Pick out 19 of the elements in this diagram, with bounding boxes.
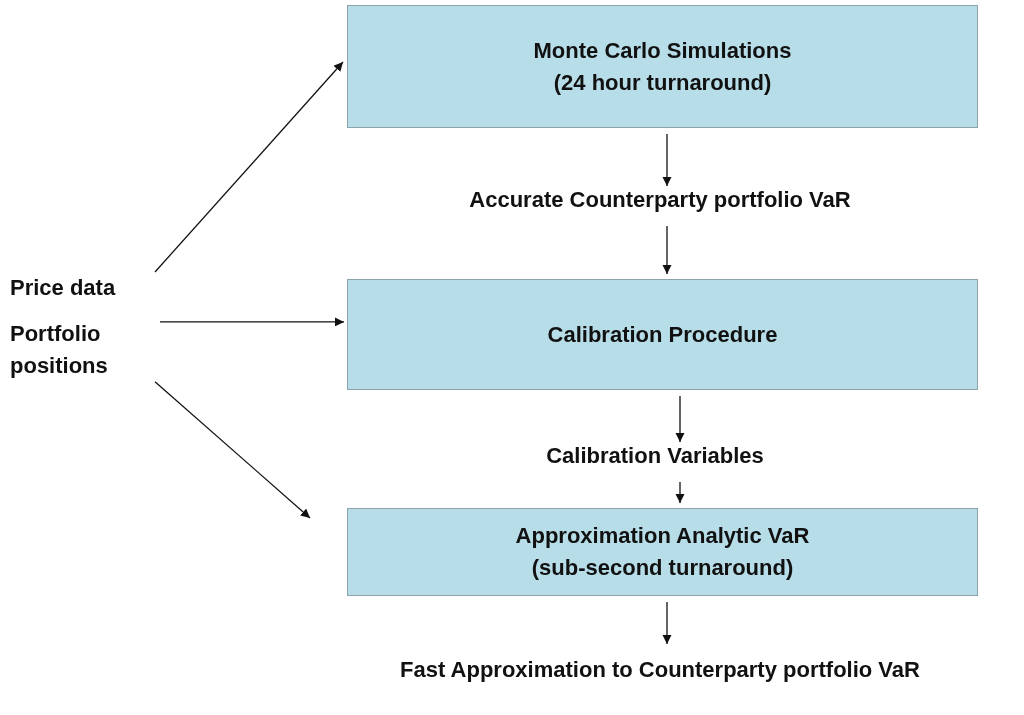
box-label: Calibration Procedure (547, 320, 778, 349)
box-label: Approximation Analytic VaR (sub-second turnaround) (514, 522, 811, 582)
process-box (347, 279, 978, 390)
input-label: Portfolio positions (10, 319, 109, 380)
arrow (154, 381, 311, 519)
result-text: Calibration Variables (420, 436, 890, 476)
arrow (662, 225, 672, 275)
process-box (347, 5, 978, 128)
arrow (154, 61, 344, 273)
input-label: Price data (10, 274, 117, 302)
process-box (347, 508, 978, 596)
arrow (675, 395, 685, 443)
arrow (662, 133, 672, 187)
result-text: Fast Approximation to Counterparty portfolio VaR (300, 648, 1020, 692)
box-label: Monte Carlo Simulations (24 hour turnaround) (532, 36, 793, 97)
arrow (662, 601, 672, 645)
arrow (675, 481, 685, 504)
arrow (159, 317, 345, 327)
result-text: Accurate Counterparty portfolio VaR (380, 180, 940, 220)
